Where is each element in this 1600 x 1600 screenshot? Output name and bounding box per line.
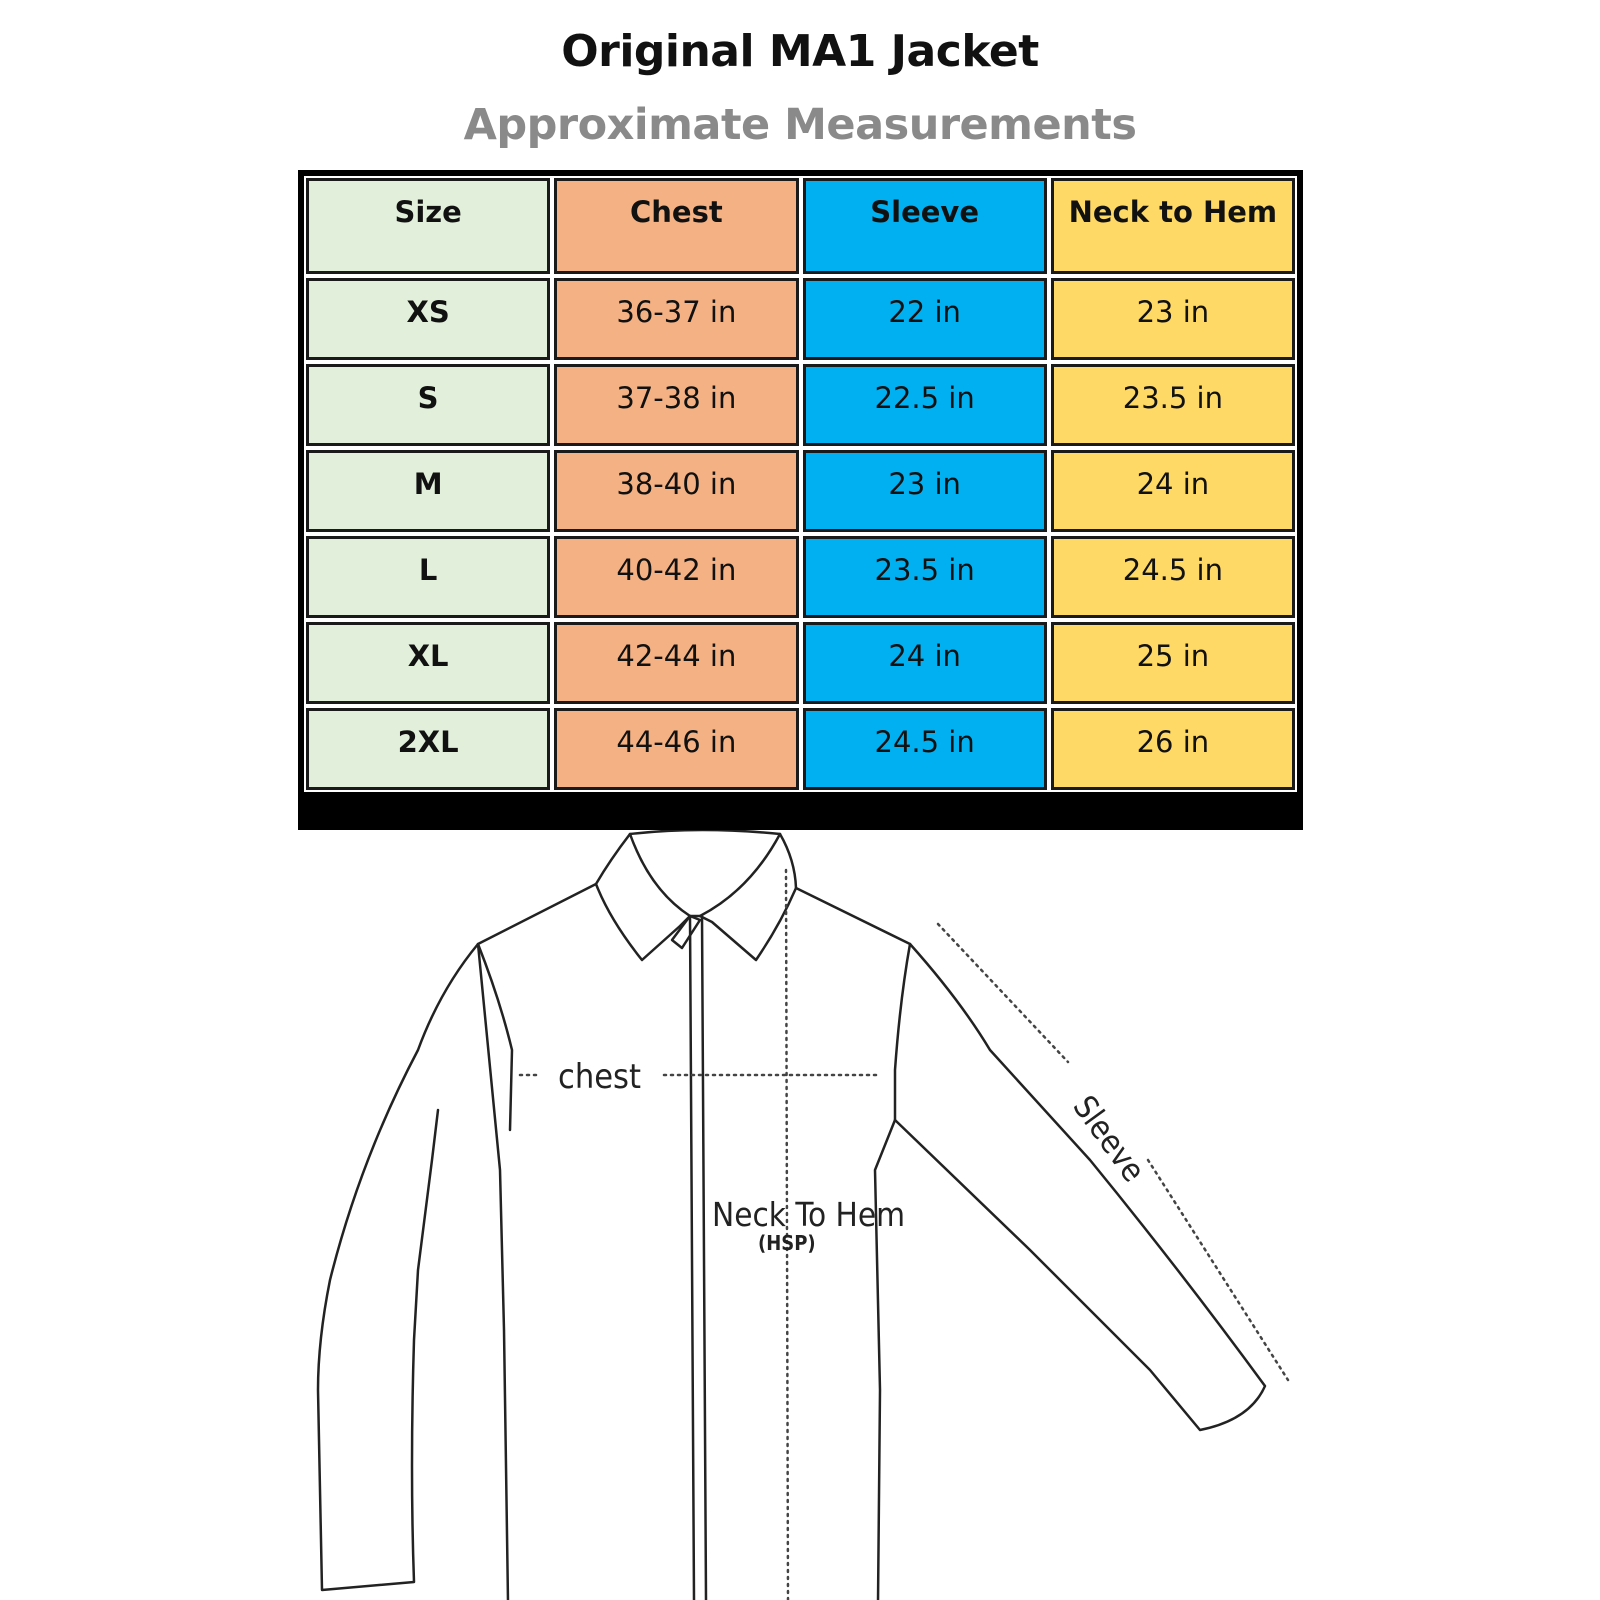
cell-neck-to-hem: 25 in: [1048, 620, 1298, 706]
cell-sleeve: 24 in: [800, 620, 1049, 706]
table-row: 2XL 44-46 in 24.5 in 26 in: [303, 706, 1298, 792]
cell-sleeve: 23 in: [800, 448, 1049, 534]
cell-size: S: [303, 362, 553, 448]
table-row: M 38-40 in 23 in 24 in: [303, 448, 1298, 534]
cell-sleeve: 23.5 in: [800, 534, 1049, 620]
page-title: Original MA1 Jacket: [561, 26, 1039, 77]
cell-neck-to-hem: 24.5 in: [1048, 534, 1298, 620]
header-sleeve: Sleeve: [800, 176, 1049, 276]
hsp-measure-label: (HSP): [758, 1231, 816, 1255]
table-row: XL 42-44 in 24 in 25 in: [303, 620, 1298, 706]
cell-neck-to-hem: 26 in: [1048, 706, 1298, 792]
cell-size: L: [303, 534, 553, 620]
cell-chest: 42-44 in: [552, 620, 801, 706]
cell-chest: 44-46 in: [552, 706, 801, 792]
size-chart-table: Size Chest Sleeve Neck to Hem XS 36-37 i…: [302, 174, 1299, 794]
cell-chest: 37-38 in: [552, 362, 801, 448]
jacket-diagram: chest Neck To Hem (HSP) Sleeve: [0, 830, 1600, 1600]
header-size: Size: [303, 176, 553, 276]
cell-chest: 40-42 in: [552, 534, 801, 620]
header-neck-to-hem: Neck to Hem: [1048, 176, 1298, 276]
table-header-row: Size Chest Sleeve Neck to Hem: [303, 176, 1298, 276]
cell-size: XL: [303, 620, 553, 706]
table-row: XS 36-37 in 22 in 23 in: [303, 276, 1298, 362]
jacket-outline-illustration: chest Neck To Hem (HSP) Sleeve: [316, 830, 1290, 1600]
cell-size: XS: [303, 276, 553, 362]
table-row: L 40-42 in 23.5 in 24.5 in: [303, 534, 1298, 620]
cell-chest: 36-37 in: [552, 276, 801, 362]
cell-size: M: [303, 448, 553, 534]
cell-chest: 38-40 in: [552, 448, 801, 534]
cell-neck-to-hem: 23.5 in: [1048, 362, 1298, 448]
cell-sleeve: 22.5 in: [800, 362, 1049, 448]
cell-sleeve: 22 in: [800, 276, 1049, 362]
sleeve-measure-label: Sleeve: [1066, 1088, 1153, 1188]
cell-neck-to-hem: 24 in: [1048, 448, 1298, 534]
cell-size: 2XL: [303, 706, 553, 792]
size-chart-table-frame: Size Chest Sleeve Neck to Hem XS 36-37 i…: [298, 170, 1303, 830]
cell-neck-to-hem: 23 in: [1048, 276, 1298, 362]
neck-to-hem-measure-label: Neck To Hem: [712, 1195, 905, 1234]
header-chest: Chest: [552, 176, 801, 276]
chest-measure-label: chest: [558, 1057, 641, 1097]
page-subtitle: Approximate Measurements: [463, 100, 1137, 150]
table-row: S 37-38 in 22.5 in 23.5 in: [303, 362, 1298, 448]
cell-sleeve: 24.5 in: [800, 706, 1049, 792]
